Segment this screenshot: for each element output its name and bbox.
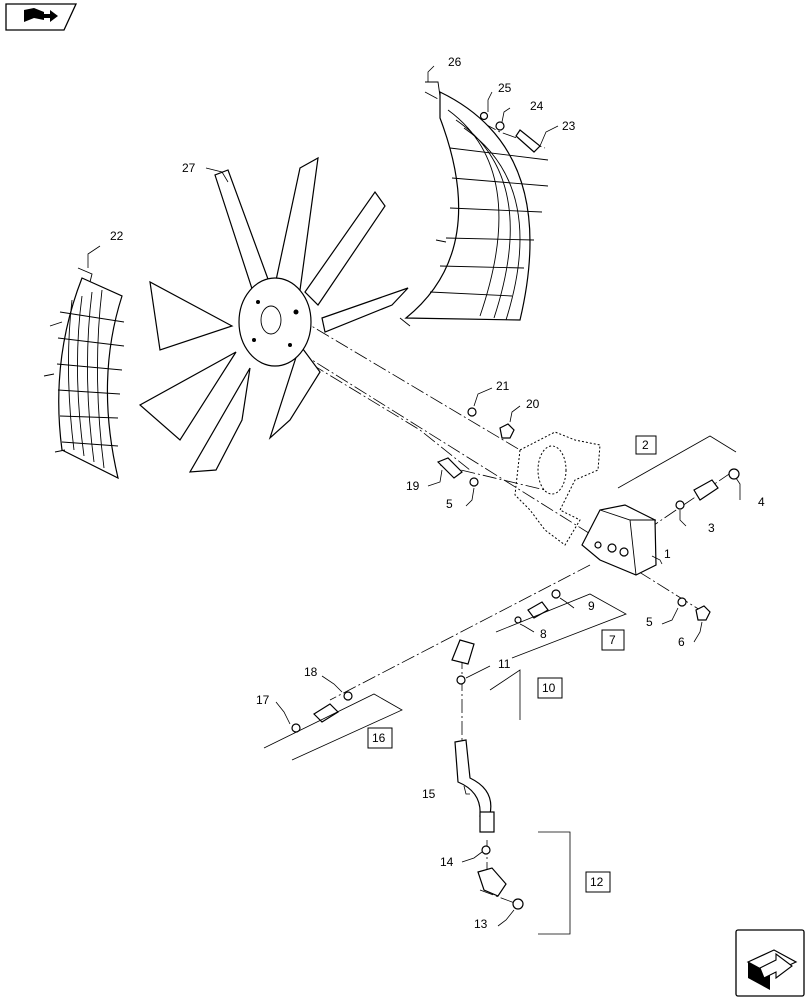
o-ring-9: [551, 589, 561, 599]
o-ring-11: [456, 675, 466, 685]
leader-lines: [87, 65, 741, 927]
elbow-13: [477, 867, 507, 897]
callout-13: 13: [474, 917, 488, 931]
bolt-23: [515, 129, 541, 153]
callout-box-2: 2: [635, 435, 657, 455]
nut-6: [695, 605, 711, 621]
group-lines: [263, 435, 737, 935]
fitting-3: [675, 479, 719, 510]
book-arrow-icon[interactable]: [5, 3, 78, 31]
callout-27: 27: [182, 161, 196, 175]
callout-19: 19: [406, 479, 420, 493]
callout-21: 21: [496, 379, 510, 393]
washer-25: [479, 111, 489, 121]
dashed-bracket: [514, 431, 601, 546]
callout-15: 15: [422, 787, 436, 801]
callout-4: 4: [758, 495, 765, 509]
callout-14: 14: [440, 855, 454, 869]
elbow-fitting: [451, 639, 475, 665]
washer-24: [495, 121, 505, 131]
svg-text:10: 10: [542, 681, 556, 695]
o-ring-18: [343, 691, 353, 701]
callout-box-7: 7: [601, 629, 625, 651]
next-page-arrow-icon[interactable]: [735, 929, 805, 997]
callout-6: 6: [678, 635, 685, 649]
callout-8: 8: [540, 627, 547, 641]
callout-box-10: 10: [537, 677, 563, 699]
fan-guard-right: [399, 81, 549, 327]
svg-text:7: 7: [609, 633, 616, 647]
callout-5-lower: 5: [646, 615, 653, 629]
o-ring-4: [728, 468, 740, 480]
o-ring-14: [481, 845, 491, 855]
callout-5-upper: 5: [446, 497, 453, 511]
callout-box-16: 16: [367, 727, 393, 749]
washer-21: [467, 407, 477, 417]
callout-18: 18: [304, 665, 318, 679]
cooler-housing: [581, 504, 657, 576]
callout-9: 9: [588, 599, 595, 613]
callout-22: 22: [110, 229, 124, 243]
bolt-19: [436, 457, 463, 479]
callout-box-12: 12: [585, 871, 611, 893]
callout-25: 25: [498, 81, 512, 95]
svg-text:16: 16: [372, 731, 386, 745]
callout-23: 23: [562, 119, 576, 133]
callout-11: 11: [498, 657, 511, 671]
svg-text:12: 12: [590, 875, 604, 889]
tube-nut: [479, 811, 495, 833]
svg-text:2: 2: [642, 438, 649, 452]
callout-3: 3: [708, 521, 715, 535]
fan-guard-left: [43, 267, 125, 480]
o-ring-13: [512, 898, 524, 910]
callout-26: 26: [448, 55, 462, 69]
fan-assembly: [138, 156, 409, 473]
washer-5: [677, 597, 687, 607]
callout-1: 1: [664, 547, 671, 561]
tube-15: [454, 739, 492, 817]
washer-5-upper: [469, 477, 479, 487]
callout-20: 20: [526, 397, 540, 411]
nut-20: [499, 423, 515, 439]
callout-17: 17: [256, 693, 270, 707]
callout-24: 24: [530, 99, 544, 113]
fitting-8: [527, 601, 549, 619]
